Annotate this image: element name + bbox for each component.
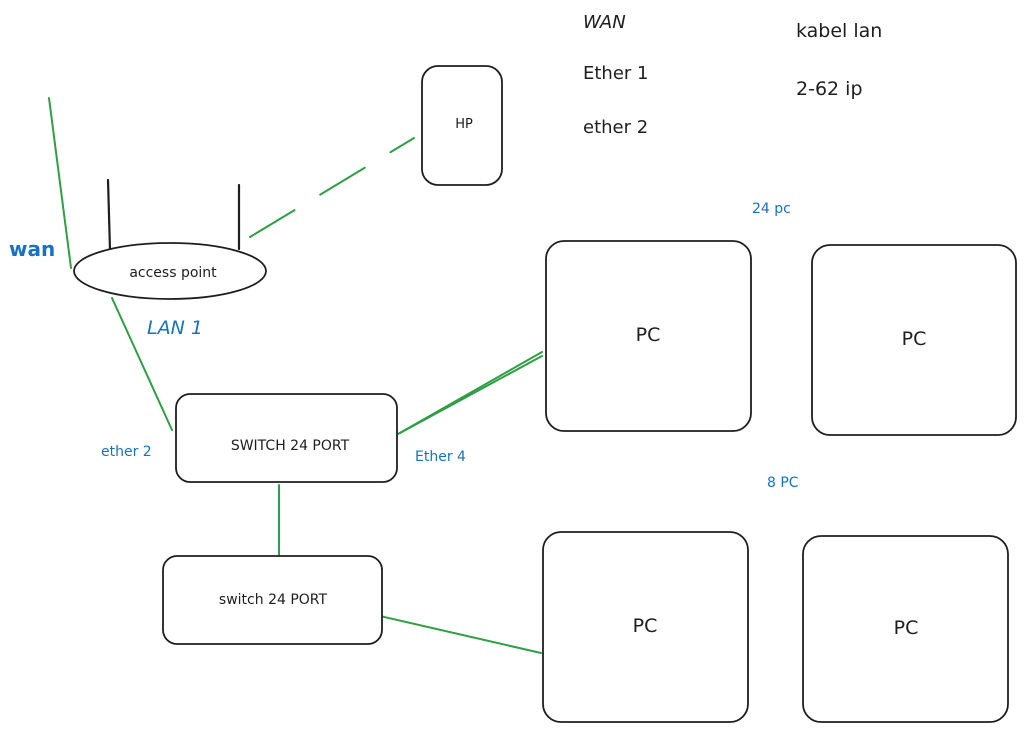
note-cable: kabel lan — [796, 20, 882, 42]
pc-top-left-label: PC — [636, 324, 661, 346]
ether2-port-label: ether 2 — [101, 444, 152, 460]
note-interface-wan: WAN — [583, 12, 626, 33]
note-interface-ether2: ether 2 — [583, 117, 648, 138]
wireless-link-to-hp — [249, 137, 415, 238]
group-label-top: 24 pc — [752, 201, 791, 217]
switch-second-node — [162, 555, 383, 645]
switch-second-label: switch 24 PORT — [219, 592, 328, 608]
antenna-left — [106, 178, 112, 252]
pc-bottom-right-node — [802, 535, 1009, 723]
ether4-port-label: Ether 4 — [415, 449, 466, 465]
hp-label: HP — [455, 117, 473, 132]
hp-node — [421, 65, 503, 186]
note-interface-ether1: Ether 1 — [583, 63, 649, 84]
access-point-label: access point — [129, 265, 217, 281]
pc-bottom-right-label: PC — [894, 617, 919, 639]
note-ip-range: 2-62 ip — [796, 78, 863, 100]
ether4-cable-top-pc-double — [399, 355, 543, 434]
wan-port-label: wan — [9, 237, 55, 261]
pc-top-left-node — [545, 240, 752, 432]
pc-bottom-left-node — [542, 531, 749, 723]
group-label-bottom: 8 PC — [767, 475, 799, 491]
lan1-cable — [111, 297, 173, 431]
wan-cable — [48, 97, 72, 269]
switch-main-node — [175, 393, 398, 483]
access-point-node — [73, 242, 267, 300]
pc-top-right-label: PC — [902, 328, 927, 350]
pc-top-right-node — [811, 244, 1017, 436]
pc-bottom-left-label: PC — [633, 615, 658, 637]
switch2-to-pc-cable — [379, 615, 542, 654]
lan1-port-label: LAN 1 — [147, 317, 203, 339]
switch-main-label: SWITCH 24 PORT — [231, 438, 350, 454]
